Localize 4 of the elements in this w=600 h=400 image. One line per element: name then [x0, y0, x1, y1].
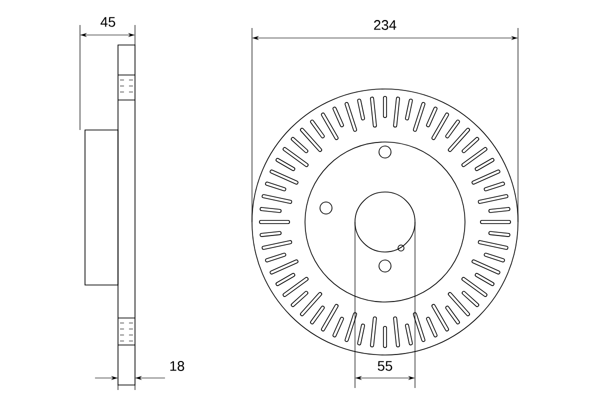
dimension-label: 18 — [170, 361, 184, 371]
dimension-label: 45 — [100, 17, 116, 27]
dimension-label: 234 — [374, 20, 396, 30]
dimension-label: 55 — [378, 361, 392, 371]
